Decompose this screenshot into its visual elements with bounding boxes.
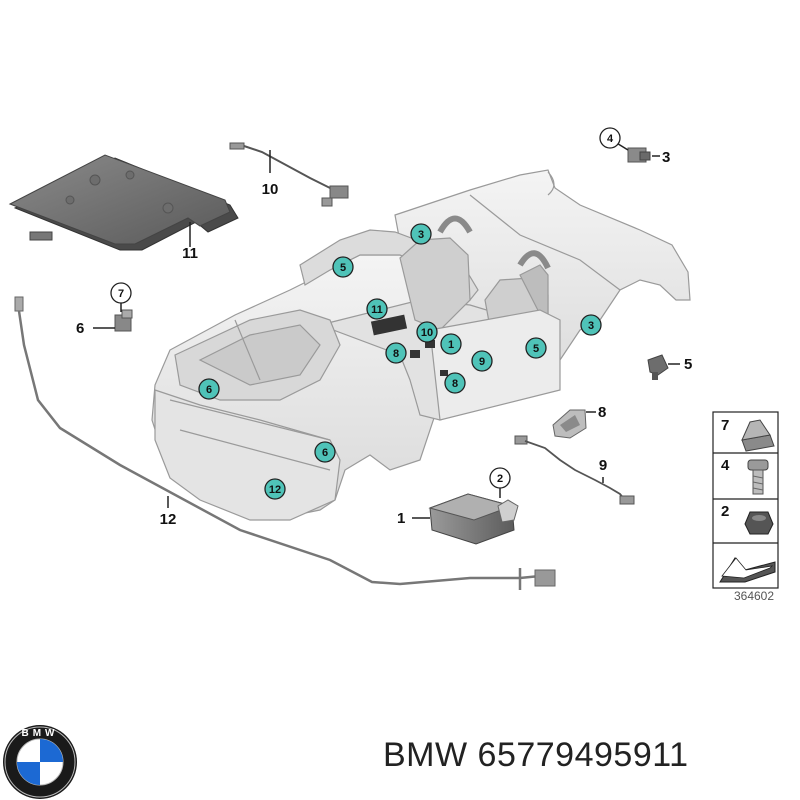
svg-text:4: 4 (721, 457, 730, 474)
svg-text:3: 3 (662, 149, 670, 166)
svg-text:6: 6 (76, 320, 84, 337)
marker-12: 12 (264, 478, 286, 500)
mat-part (8, 154, 239, 251)
svg-text:8: 8 (452, 378, 458, 390)
sensor-part-5 (647, 354, 669, 380)
callout-8: 8 (598, 404, 606, 421)
svg-text:7: 7 (118, 288, 124, 300)
svg-text:BMW: BMW (22, 728, 59, 739)
svg-text:6: 6 (206, 384, 212, 396)
marker-1: 1 (440, 333, 462, 355)
svg-text:1: 1 (448, 339, 454, 351)
bracket-part-3 (627, 147, 651, 163)
svg-text:11: 11 (182, 245, 198, 262)
marker-5-pillar: 5 (525, 337, 547, 359)
callout-7: 7 (110, 282, 132, 304)
svg-text:3: 3 (588, 320, 594, 332)
callout-5: 5 (684, 356, 692, 373)
hardware-legend: 7 4 2 (712, 411, 779, 589)
callout-10: 10 (262, 181, 279, 198)
marker-8-center: 8 (444, 372, 466, 394)
svg-text:5: 5 (340, 262, 346, 274)
svg-text:12: 12 (160, 511, 177, 528)
location-markers: 3 5 11 10 1 9 8 5 (198, 223, 602, 500)
brand-name: BMW (383, 736, 468, 774)
marker-3-left: 3 (410, 223, 432, 245)
marker-8-left: 8 (385, 342, 407, 364)
svg-text:5: 5 (684, 356, 692, 373)
svg-text:2: 2 (721, 503, 729, 520)
marker-11: 11 (366, 298, 388, 320)
svg-text:5: 5 (533, 343, 539, 355)
marker-10: 10 (416, 321, 438, 343)
svg-text:1: 1 (397, 510, 405, 527)
floor-sensor-parts (370, 314, 448, 376)
cable-part-10 (229, 142, 349, 207)
legend-screw: 4 (721, 457, 769, 495)
marker-6-front: 6 (198, 378, 220, 400)
svg-text:9: 9 (599, 457, 607, 474)
legend-clip-nut: 7 (721, 417, 775, 452)
svg-text:10: 10 (421, 327, 433, 339)
callout-11: 11 (182, 245, 198, 262)
control-module-part-1 (428, 493, 519, 545)
callout-6: 6 (76, 320, 84, 337)
part-number: 65779495911 (477, 736, 689, 774)
svg-text:6: 6 (322, 447, 328, 459)
svg-text:4: 4 (607, 133, 614, 145)
svg-text:3: 3 (418, 229, 424, 241)
callout-4: 4 (599, 127, 621, 149)
callout-2: 2 (489, 467, 511, 489)
svg-text:9: 9 (479, 356, 485, 368)
callout-3: 3 (662, 149, 670, 166)
bmw-logo: BMW (3, 725, 77, 799)
bracket-part-6 (114, 309, 133, 332)
marker-3-right: 3 (580, 314, 602, 336)
cable-part-9 (514, 435, 635, 505)
wire-part-12 (14, 296, 556, 590)
svg-text:8: 8 (598, 404, 606, 421)
leader-lines (93, 141, 680, 519)
part-number-caption: BMW 65779495911 (383, 736, 793, 775)
bracket-part-8 (552, 409, 587, 439)
svg-text:2: 2 (497, 473, 503, 485)
callout-9: 9 (599, 457, 607, 474)
callout-1: 1 (397, 510, 405, 527)
svg-text:7: 7 (721, 417, 729, 434)
svg-text:8: 8 (393, 348, 399, 360)
svg-text:12: 12 (269, 484, 281, 496)
car-body-shell (151, 169, 691, 521)
marker-6-side: 6 (314, 441, 336, 463)
legend-arrow-symbol (719, 557, 776, 583)
svg-text:10: 10 (262, 181, 279, 198)
marker-9: 9 (471, 350, 493, 372)
callout-12: 12 (160, 511, 177, 528)
svg-text:11: 11 (371, 304, 383, 316)
legend-nut: 2 (721, 503, 774, 535)
marker-5-windshield: 5 (332, 256, 354, 278)
diagram-reference-number: 364602 (734, 589, 774, 603)
